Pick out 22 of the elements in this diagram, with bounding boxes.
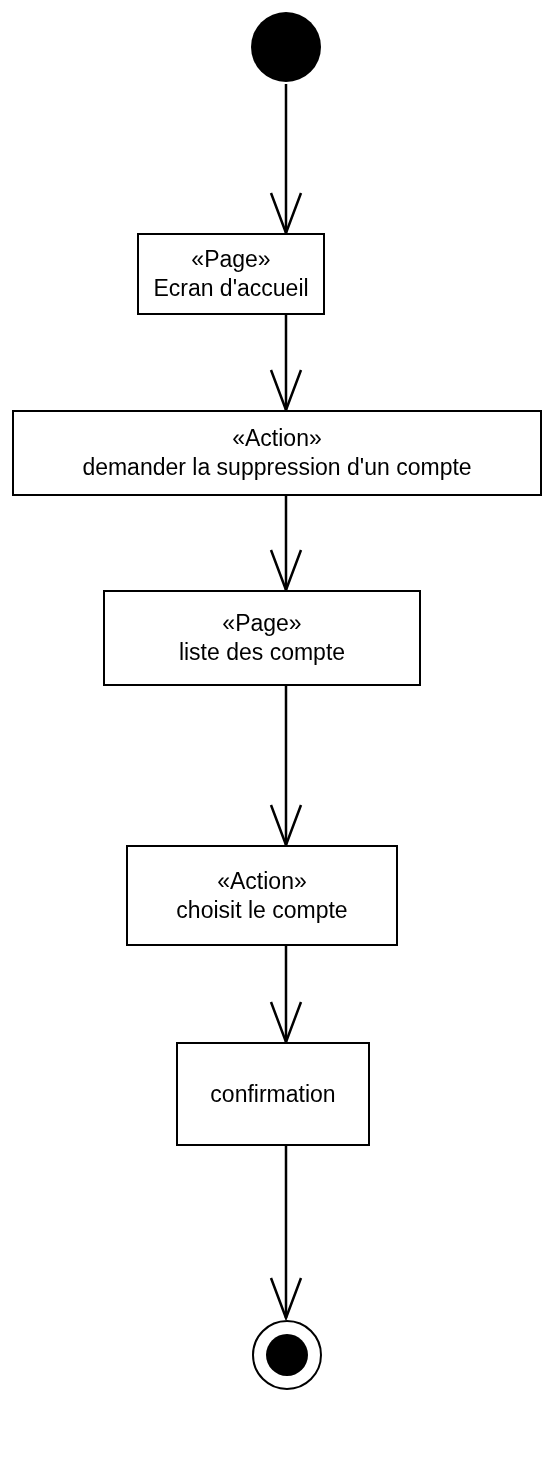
activity-box: [137, 233, 325, 315]
stereotype-label: «Page»: [191, 245, 271, 274]
activity-box: [176, 1042, 370, 1146]
activity-box: [103, 590, 421, 686]
final-node: [251, 1318, 323, 1392]
arrow: [269, 686, 303, 847]
activity-box: [12, 410, 542, 496]
arrow: [269, 1146, 303, 1320]
activity-label: liste des compte: [178, 638, 346, 667]
activity-label: demander la suppression d'un compte: [82, 453, 472, 482]
stereotype-label: «Action»: [232, 424, 322, 453]
arrow: [269, 315, 303, 412]
activity-label: confirmation: [210, 1079, 336, 1109]
activity-label: choisit le compte: [176, 895, 348, 925]
stereotype-label: «Action»: [217, 866, 307, 896]
initial-node: [250, 10, 322, 84]
activity-box: [126, 845, 398, 946]
arrow: [269, 946, 303, 1044]
arrow: [269, 84, 303, 235]
activity-label: Ecran d'accueil: [153, 274, 309, 303]
stereotype-label: «Page»: [222, 609, 302, 638]
arrow: [269, 496, 303, 592]
